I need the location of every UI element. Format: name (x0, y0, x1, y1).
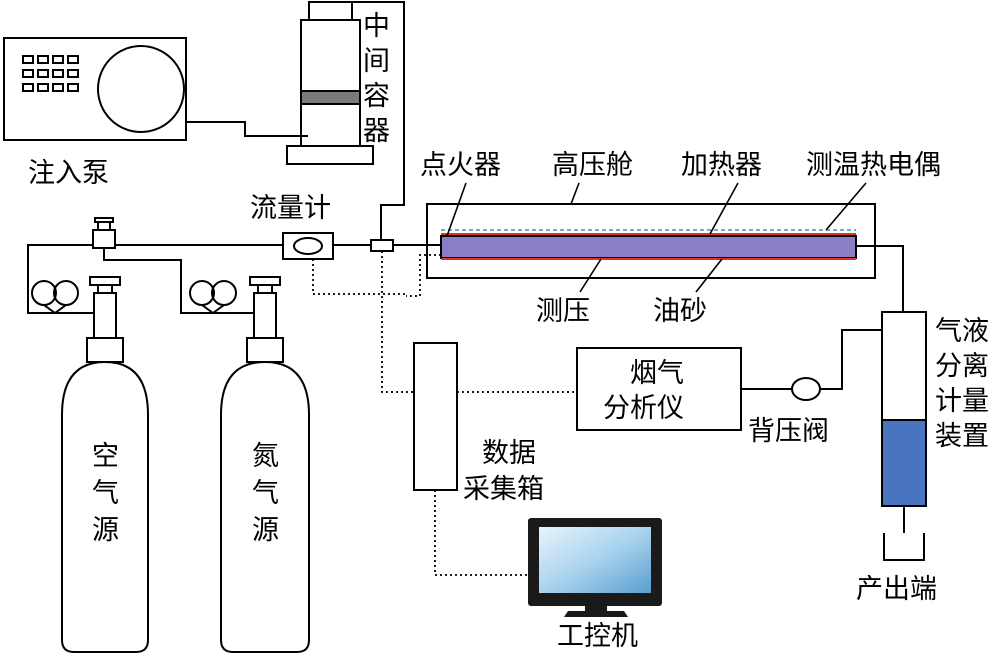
container-cap (308, 1, 353, 21)
back-pressure-valve-body (791, 377, 821, 401)
junction-signal-line (381, 251, 414, 393)
nitrogen-supply-line (103, 248, 255, 314)
injection-pump-body (3, 37, 187, 141)
output-end-label: 产出端 (856, 574, 937, 605)
air-cylinder: 空 气 源 (31, 276, 149, 653)
thermocouple-label: 测温热电偶 (806, 150, 941, 181)
nitrogen-gauge-2 (211, 280, 237, 306)
chamber-label: 高压舱 (552, 150, 633, 181)
industrial-pc: 工控机 (528, 518, 662, 652)
gas-liquid-meter: 气液 分离 计量 装置 产出端 (856, 311, 998, 605)
ipc-label: 工控机 (557, 621, 638, 652)
flow-meter: 流量计 (250, 193, 334, 260)
air-cylinder-body (61, 360, 149, 653)
container-outlet-line (331, 1, 405, 240)
tee-valve-handle (94, 217, 114, 223)
container-base (286, 145, 374, 165)
flowmeter-signal-line (312, 259, 407, 296)
flow-meter-body (282, 232, 334, 260)
injection-pump: 注入泵 (3, 37, 187, 189)
nitrogen-cylinder-neck (246, 337, 284, 363)
pump-dial (97, 45, 185, 133)
pump-outlet-line (186, 121, 308, 137)
injection-pump-label: 注入泵 (28, 158, 109, 189)
computer-signal-line (434, 490, 532, 576)
flow-meter-label: 流量计 (250, 193, 331, 224)
high-pressure-chamber (406, 203, 876, 297)
analyzer-label: 烟气 分析仪 (603, 358, 693, 424)
data-box-label: 数据 采集箱 (463, 438, 545, 505)
nitrogen-cylinder-handle (249, 276, 281, 286)
igniter-label: 点火器 (420, 150, 501, 181)
air-gauge-1 (31, 280, 57, 306)
data-acquisition-box: 数据 采集箱 (413, 342, 545, 505)
separator-to-valve-line (820, 329, 882, 390)
air-supply-line (27, 244, 95, 314)
air-cylinder-neck (86, 337, 124, 363)
monitor-stand (564, 611, 628, 617)
pressure-tap-line (406, 254, 441, 297)
tee-valve (92, 217, 116, 249)
intermediate-container-label: 中 间 容 器 (363, 11, 399, 147)
output-collector (883, 533, 925, 561)
chamber-outlet-line (856, 245, 904, 312)
chamber-outer (426, 203, 876, 279)
air-source-label: 空 气 源 (92, 441, 128, 546)
analyzer-box (576, 347, 742, 431)
injection-junction (370, 239, 394, 252)
gas-liquid-meter-label: 气液 分离 计量 装置 (935, 316, 998, 452)
monitor-screen (539, 527, 651, 593)
flue-gas-analyzer: 烟气 分析仪 (576, 347, 742, 431)
oil-sand-label: 油砂 (653, 296, 707, 327)
air-cylinder-valve (93, 292, 117, 339)
nitrogen-gauge-1 (189, 280, 215, 306)
pump-keypad (22, 55, 79, 92)
nitrogen-cylinder-valve (253, 292, 277, 339)
separator-liquid (881, 419, 927, 507)
nitrogen-source-label: 氮 气 源 (252, 441, 288, 546)
air-cylinder-handle (89, 276, 121, 286)
tee-valve-stem (97, 221, 111, 231)
container-piston-band (300, 90, 361, 105)
heater-label: 加热器 (681, 150, 762, 181)
intermediate-container: 中 间 容 器 (286, 1, 399, 165)
air-gauge-2 (53, 280, 79, 306)
oil-sand-tube (440, 235, 857, 259)
nitrogen-cylinder: 氮 气 源 (189, 276, 310, 653)
data-box-body (413, 342, 458, 491)
back-pressure-valve-label: 背压阀 (748, 416, 829, 447)
tee-valve-body (92, 229, 116, 249)
pressure-label: 测压 (536, 296, 590, 327)
container-body (300, 19, 361, 147)
nitrogen-cylinder-body (220, 360, 310, 653)
leader-lines (446, 182, 867, 293)
flow-meter-window (293, 237, 323, 255)
